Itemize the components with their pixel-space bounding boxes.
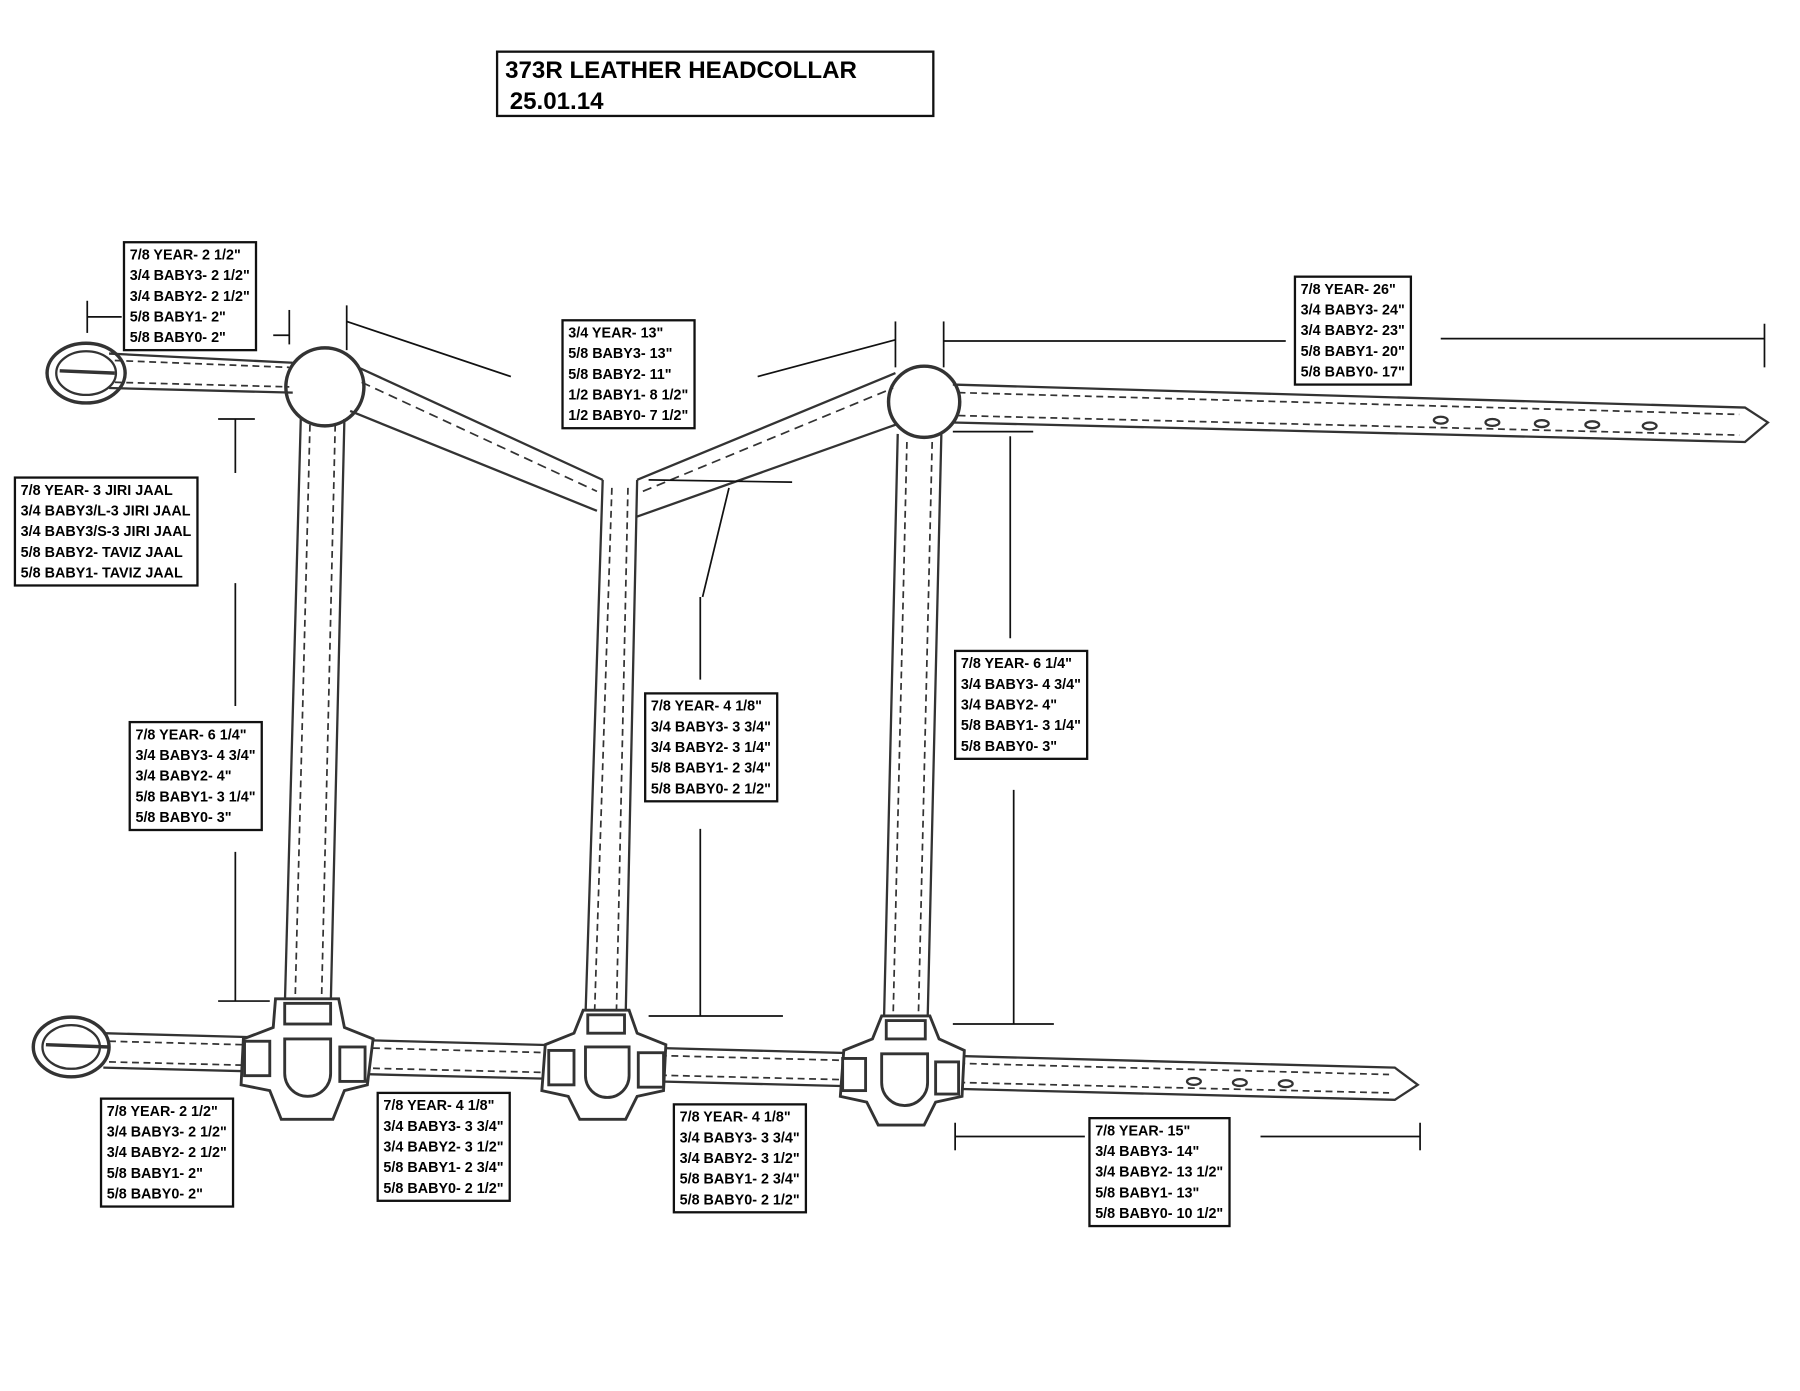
size-line: 5/8 BABY1- 13" <box>1095 1184 1200 1201</box>
bottom-left-buckle <box>31 1015 111 1079</box>
size-line: 5/8 BABY2- TAVIZ JAAL <box>20 544 183 561</box>
size-line: 3/4 BABY2- 2 1/2" <box>129 288 250 305</box>
size-line: 5/8 BABY0- 2" <box>129 329 226 346</box>
size-line: 5/8 BABY0- 2 1/2" <box>383 1180 504 1197</box>
right-cheek-strap <box>882 433 943 1022</box>
size-line: 3/4 BABY2- 2 1/2" <box>106 1144 227 1161</box>
label-top-right-strap: 7/8 YEAR- 26" 3/4 BABY3- 24" 3/4 BABY2- 23… <box>1293 275 1412 386</box>
size-line: 3/4 BABY3- 24" <box>1300 301 1405 318</box>
label-right-cheek: 7/8 YEAR- 6 1/4" 3/4 BABY3- 4 3/4" 3/4 BAB… <box>953 649 1088 760</box>
size-line: 7/8 YEAR- 15" <box>1095 1122 1191 1139</box>
label-jaal: 7/8 YEAR- 3 JIRI JAAL 3/4 BABY3/L-3 JIRI … <box>13 476 199 587</box>
size-line: 5/8 BABY0- 3" <box>960 738 1058 755</box>
top-left-strap <box>109 352 293 394</box>
size-line: 3/4 BABY2- 4" <box>135 768 232 785</box>
size-line: 3/4 BABY2- 23" <box>1300 322 1405 339</box>
size-line: 5/8 BABY0- 2" <box>106 1185 203 1202</box>
size-line: 3/4 BABY3/S-3 JIRI JAAL <box>20 523 192 540</box>
size-line: 3/4 BABY3- 14" <box>1095 1143 1200 1160</box>
size-line: 5/8 BABY3- 13" <box>568 345 673 362</box>
center-strap <box>584 479 639 1017</box>
top-right-strap <box>952 383 1770 444</box>
size-line: 5/8 BABY1- 2 3/4" <box>679 1170 800 1188</box>
size-line: 5/8 BABY1- 2" <box>129 308 226 325</box>
size-line: 3/4 BABY3- 2 1/2" <box>129 267 250 284</box>
label-bottom-mid-right: 7/8 YEAR- 4 1/8" 3/4 BABY3- 3 3/4" 3/4 BAB… <box>672 1103 807 1214</box>
size-line: 1/2 BABY1- 8 1/2" <box>568 386 689 403</box>
size-line: 7/8 YEAR- 6 1/4" <box>135 726 247 743</box>
size-line: 1/2 BABY0- 7 1/2" <box>568 407 689 424</box>
strap-holes <box>1185 415 1658 1089</box>
right-ring <box>886 364 962 440</box>
size-line: 7/8 YEAR- 2 1/2" <box>106 1103 218 1120</box>
size-line: 3/4 BABY3- 3 3/4" <box>679 1129 800 1146</box>
size-line: 3/4 BABY3- 4 3/4" <box>135 747 256 764</box>
top-left-buckle <box>45 341 127 405</box>
size-line: 5/8 BABY2- 11" <box>568 366 672 383</box>
size-line: 5/8 BABY1- 2" <box>106 1165 203 1182</box>
diagram-title: 373R LEATHER HEADCOLLAR 25.01.14 <box>495 50 935 118</box>
label-left-cheek: 7/8 YEAR- 6 1/4" 3/4 BABY3- 4 3/4" 3/4 BAB… <box>128 720 263 832</box>
title-date: 25.01.14 <box>509 88 604 115</box>
junction-plates <box>239 997 966 1127</box>
size-line: 5/8 BABY0- 17" <box>1300 363 1405 380</box>
size-line: 5/8 BABY1- 3 1/4" <box>135 788 256 805</box>
size-line: 7/8 YEAR- 6 1/4" <box>960 655 1072 672</box>
size-line: 3/4 BABY2- 3 1/2" <box>383 1138 504 1155</box>
size-line: 7/8 YEAR- 4 1/8" <box>383 1097 495 1114</box>
size-line: 3/4 BABY2- 3 1/2" <box>679 1150 800 1167</box>
size-line: 5/8 BABY0- 10 1/2" <box>1095 1205 1224 1222</box>
size-line: 5/8 BABY1- 2 3/4" <box>650 759 771 777</box>
size-line: 7/8 YEAR- 3 JIRI JAAL <box>20 482 173 499</box>
crown-strap <box>349 366 896 518</box>
size-line: 3/4 BABY3- 4 3/4" <box>960 676 1081 693</box>
label-bottom-mid-left: 7/8 YEAR- 4 1/8" 3/4 BABY3- 3 3/4" 3/4 BAB… <box>376 1091 511 1202</box>
dimension-lines <box>86 300 1766 1151</box>
size-line: 7/8 YEAR- 4 1/8" <box>679 1108 791 1126</box>
size-line: 7/8 YEAR- 2 1/2" <box>129 246 241 263</box>
label-bottom-left: 7/8 YEAR- 2 1/2" 3/4 BABY3- 2 1/2" 3/4 BAB… <box>99 1097 234 1208</box>
size-line: 7/8 YEAR- 4 1/8" <box>650 697 762 715</box>
size-line: 3/4 BABY3- 2 1/2" <box>106 1123 227 1140</box>
size-line: 5/8 BABY1- TAVIZ JAAL <box>20 564 183 581</box>
size-line: 3/4 BABY2- 13 1/2" <box>1095 1164 1224 1181</box>
size-line: 3/4 BABY3/L-3 JIRI JAAL <box>20 502 191 519</box>
size-line: 3/4 BABY2- 3 1/4" <box>650 739 771 756</box>
label-bottom-right: 7/8 YEAR- 15" 3/4 BABY3- 14" 3/4 BABY2- 13… <box>1088 1117 1231 1228</box>
label-crown: 3/4 YEAR- 13" 5/8 BABY3- 13" 5/8 BABY2- 11… <box>561 319 696 430</box>
label-top-left-strap: 7/8 YEAR- 2 1/2" 3/4 BABY3- 2 1/2" 3/4 BAB… <box>122 241 257 352</box>
size-line: 3/4 YEAR- 13" <box>568 324 664 341</box>
left-cheek-strap <box>283 418 346 1011</box>
size-line: 7/8 YEAR- 26" <box>1300 281 1396 298</box>
size-line: 3/4 BABY3- 3 3/4" <box>383 1118 504 1135</box>
left-ring <box>284 346 366 428</box>
title-product: 373R LEATHER HEADCOLLAR <box>505 57 857 84</box>
size-line: 5/8 BABY1- 3 1/4" <box>960 717 1081 734</box>
size-line: 5/8 BABY0- 2 1/2" <box>650 780 771 797</box>
size-line: 5/8 BABY1- 2 3/4" <box>383 1159 504 1176</box>
size-line: 5/8 BABY0- 2 1/2" <box>679 1191 800 1208</box>
size-line: 5/8 BABY0- 3" <box>135 809 232 826</box>
size-line: 5/8 BABY1- 20" <box>1300 343 1405 360</box>
size-line: 3/4 BABY3- 3 3/4" <box>650 718 771 735</box>
label-center-strap: 7/8 YEAR- 4 1/8" 3/4 BABY3- 3 3/4" 3/4 BAB… <box>644 692 778 803</box>
size-line: 3/4 BABY2- 4" <box>960 696 1058 713</box>
